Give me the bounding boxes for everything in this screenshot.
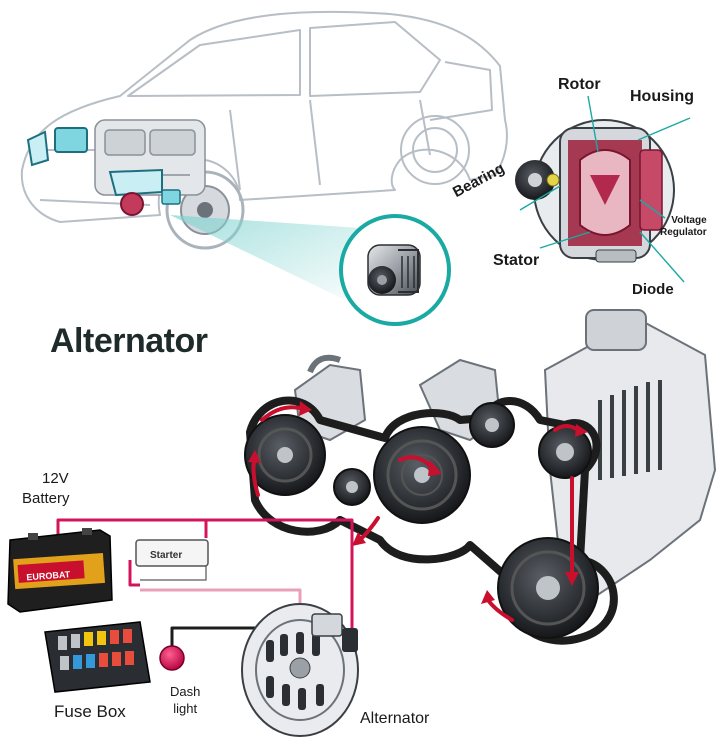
label-battery-voltage: 12V <box>42 470 69 487</box>
alternator-wiring-unit <box>241 603 359 737</box>
label-stator: Stator <box>493 252 540 269</box>
page-title: Alternator <box>50 322 208 360</box>
label-dash-light: Dash light <box>170 684 201 716</box>
pulley-power-steering <box>244 414 326 496</box>
car-wireframe <box>20 10 508 223</box>
label-battery: Battery <box>22 490 70 507</box>
dash-light <box>159 645 185 671</box>
label-housing: Housing <box>630 88 694 105</box>
pulley-crankshaft <box>373 426 471 524</box>
starter-text: Starter <box>150 550 182 561</box>
pulley-idler-small <box>333 468 371 506</box>
part-leader-lines <box>519 95 691 283</box>
car-sensor-highlight <box>108 168 163 197</box>
battery <box>7 528 113 613</box>
car-part-highlight <box>161 189 181 205</box>
belt-system <box>293 309 717 602</box>
starter <box>135 539 209 567</box>
battery-brand: EUROBAT <box>26 569 71 582</box>
car-headlight-highlight <box>26 130 50 167</box>
fuse-box <box>44 621 151 693</box>
exploded-alternator <box>515 119 675 263</box>
car-alternator-highlight <box>120 192 144 216</box>
label-voltage-regulator: Voltage Regulator <box>660 215 707 238</box>
zoom-beam <box>170 215 360 300</box>
pulley-ac-compressor <box>497 537 599 639</box>
belt-direction-arrows <box>251 405 580 622</box>
label-diode: Diode <box>632 281 674 298</box>
arrow-heads <box>248 401 588 604</box>
car-battery-highlight <box>54 127 88 153</box>
label-fuse-box: Fuse Box <box>54 702 126 721</box>
pulley-alternator <box>538 425 592 479</box>
zoom-circle <box>339 214 451 326</box>
pulley-tensioner <box>469 402 515 448</box>
label-rotor: Rotor <box>558 76 601 93</box>
label-alternator: Alternator <box>360 710 430 727</box>
